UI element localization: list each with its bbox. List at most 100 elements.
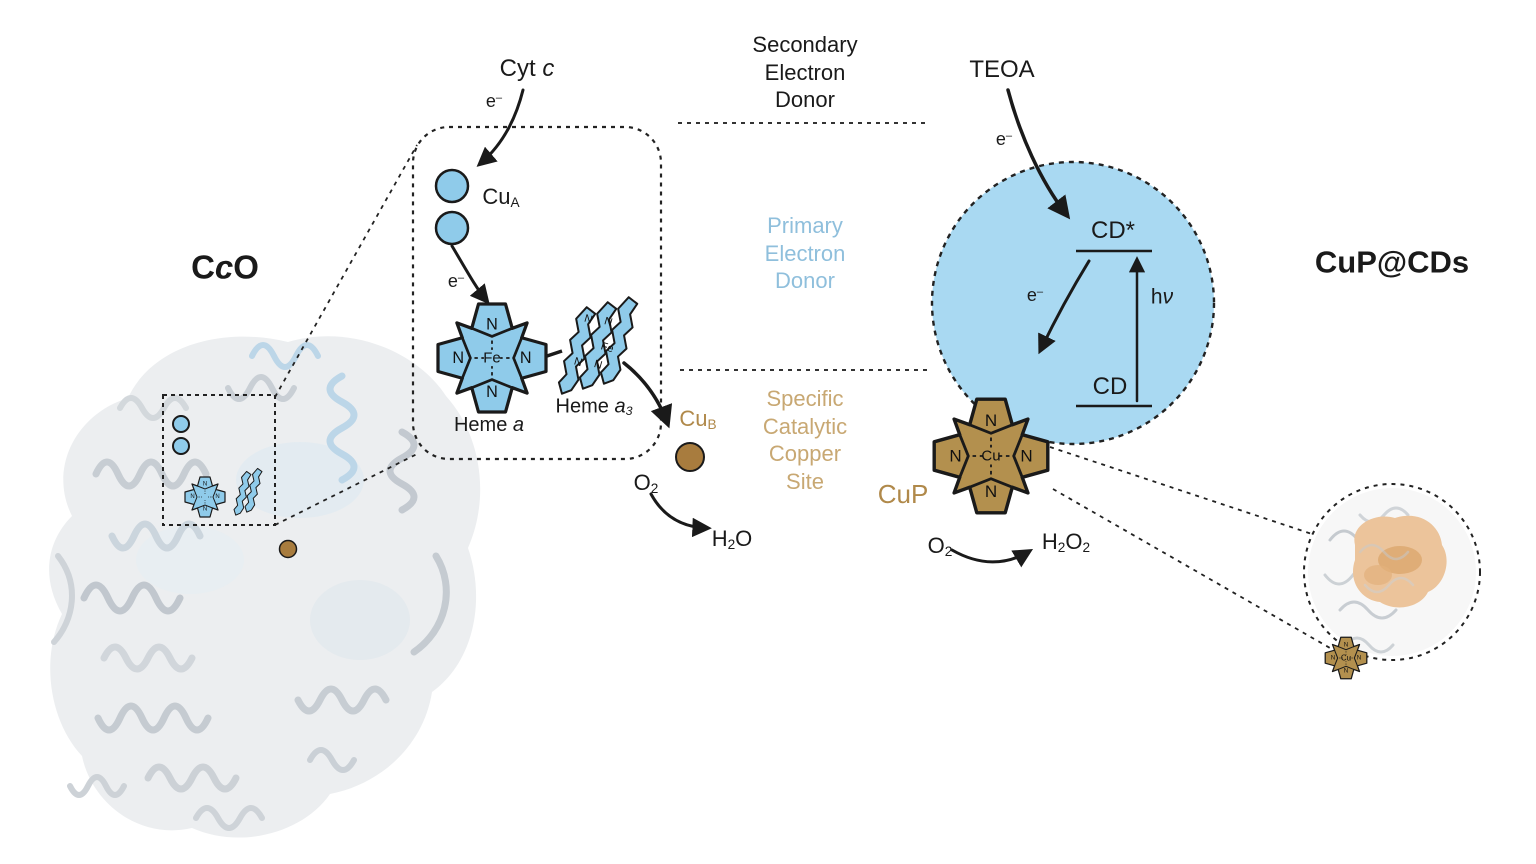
electron-flow-arrows (450, 88, 1146, 568)
heme-a3-to-cub-arrow (622, 361, 673, 429)
cua-circle-2 (434, 210, 470, 246)
teoa-electron-arrow (1006, 88, 1071, 220)
cup-cu-label: Cu (981, 448, 1000, 465)
catalytic-line-4: Site (786, 468, 824, 494)
secondary-electron-donor-label: Secondary Electron Donor (752, 31, 857, 114)
protein-inset-region (162, 394, 298, 559)
h2o2-h: H (1041, 529, 1058, 555)
heme-a-fe-label: Fe (483, 350, 501, 367)
primary-electron-donor-label: Primary Electron Donor (765, 212, 846, 295)
electron-label-cua: e– (448, 272, 464, 290)
cco-protein-structure (49, 336, 481, 838)
nanoparticle-zoom-circle (1303, 483, 1481, 661)
heme-a3-sub: 3 (625, 404, 633, 419)
cub-sub: B (707, 417, 717, 433)
cup-label: CuP (877, 479, 929, 509)
cub-label: CuB (679, 408, 716, 432)
hv-h: h (1150, 285, 1163, 309)
electron-label-teoa: e– (996, 130, 1012, 148)
cua-base: Cu (482, 184, 511, 210)
heme-a3-n-label: N (573, 356, 584, 370)
catalytic-line-1: Specific (766, 386, 844, 411)
heme-a3-n-label: N (603, 315, 614, 329)
secondary-line-3: Donor (775, 86, 835, 112)
cua-site (434, 168, 470, 246)
cup-cds-title: CuP@CDs (1314, 244, 1470, 280)
h2o2-sub2: 2 (1082, 540, 1091, 556)
cytc-to-cua-electron-arrow (476, 88, 525, 167)
heme-a3-n-label: N (583, 313, 594, 327)
specific-catalytic-copper-site-label: Specific Catalytic Copper Site (763, 385, 847, 495)
catalytic-line-3: Copper (768, 441, 842, 466)
cco-title-pre: C (191, 248, 215, 286)
heme-a3-stack: N N Fe N N (554, 294, 642, 399)
o2-sub: 2 (650, 481, 659, 497)
left-zoom-connector-lines (274, 144, 420, 526)
inset-cua-dot-2 (172, 437, 190, 455)
o2-sub: 2 (944, 544, 953, 560)
heme-a-label: Heme a (454, 415, 524, 435)
heme-a3-n-label: N (593, 358, 604, 372)
cyt-c-pre: Cyt (499, 55, 543, 82)
heme-a3-pre: Heme (555, 395, 615, 418)
h2o-o: O (735, 526, 753, 552)
hv-label: hν (1151, 287, 1173, 308)
secondary-line-1: Secondary (752, 31, 858, 57)
heme-a-pre: Heme (453, 414, 513, 436)
cco-title-post: O (233, 248, 259, 286)
h2o2-sub1: 2 (1057, 540, 1066, 556)
o2-to-h2o2-arrow (950, 548, 1034, 568)
primary-line-3: Donor (775, 267, 835, 293)
hv-nu: ν (1162, 285, 1174, 309)
teoa-label: TEOA (969, 56, 1035, 83)
electron-sup: – (457, 271, 465, 284)
heme-a3-fe-label: Fe (599, 340, 615, 355)
o2-base: O (633, 470, 651, 496)
cco-title-italic-c: c (214, 248, 234, 286)
cua-to-heme-electron-arrow (450, 244, 490, 305)
cua-circle-1 (434, 168, 470, 204)
secondary-line-2: Electron (764, 59, 846, 85)
protein-inset-box (162, 394, 276, 526)
heme-a3-italic: a (614, 395, 626, 418)
right-zoom-connector-lines (1049, 446, 1331, 649)
electron-sup: – (495, 91, 503, 104)
electron-sup: – (1036, 285, 1044, 298)
electron-base: e (485, 91, 496, 111)
h2o-sub2: 2 (727, 537, 736, 553)
cua-sub: A (510, 195, 520, 211)
cup-cds-nanoparticle: Cu (1303, 483, 1481, 680)
o2-base: O (927, 533, 945, 559)
cub-circle (675, 442, 705, 472)
primary-line-2: Electron (764, 240, 846, 266)
o2-label-left: O2 (634, 472, 659, 496)
carbon-dot-circle (930, 160, 1216, 446)
heme-a3-label: Heme a3 (556, 396, 633, 417)
h2o-h: H (711, 526, 728, 552)
heme-a-italic: a (512, 414, 525, 436)
cub-base: Cu (679, 406, 708, 432)
h2o2-label: H2O2 (1042, 531, 1090, 555)
cua-label: CuA (482, 186, 519, 210)
cd-star-label: CD* (1090, 217, 1136, 244)
electron-label-cytc: e– (486, 92, 502, 110)
electron-label-cd: e– (1027, 286, 1043, 304)
electron-base: e (1026, 285, 1037, 305)
electron-sup: – (1005, 129, 1013, 142)
cyt-c-label: Cyt c (500, 57, 555, 81)
h2o-label: H2O (712, 528, 753, 552)
cd-star-to-cd-electron-arrow (1038, 259, 1091, 355)
cyt-c-italic: c (542, 55, 555, 82)
inset-cua-dot-1 (172, 415, 190, 433)
heme-link-bond (546, 349, 563, 358)
catalytic-line-2: Catalytic (762, 413, 848, 439)
cco-title: CcO (191, 251, 259, 284)
electron-base: e (447, 271, 458, 291)
inset-cub-dot (278, 539, 298, 559)
h2o2-o: O (1065, 529, 1083, 555)
o2-to-h2o-arrow (649, 492, 712, 538)
o2-label-right: O2 (928, 535, 953, 559)
mini-cup-cu-label: Cu (1341, 654, 1351, 663)
